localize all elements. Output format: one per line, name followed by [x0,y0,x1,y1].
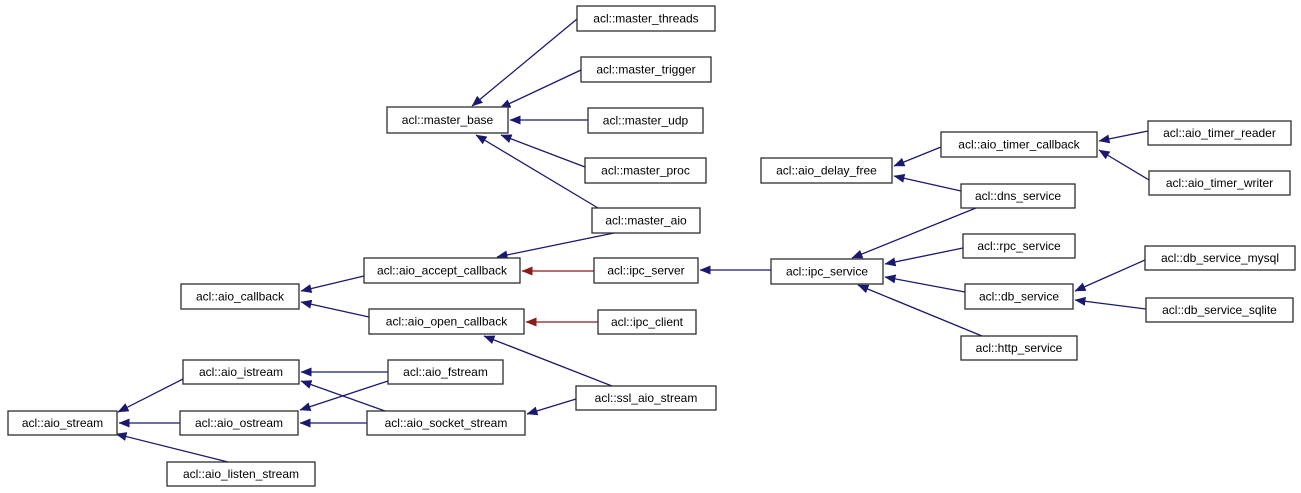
node-label: acl::master_threads [593,12,698,26]
node-aio_listen_stream[interactable]: acl::aio_listen_stream [166,461,316,487]
node-master_threads[interactable]: acl::master_threads [576,5,716,32]
node-db_service_mysql[interactable]: acl::db_service_mysql [1144,245,1296,271]
node-label: acl::master_base [402,113,494,127]
node-label: acl::aio_accept_callback [377,264,508,278]
edge-rpc_service-to-ipc_service [884,247,964,267]
node-label: acl::rpc_service [977,239,1061,253]
node-aio_istream[interactable]: acl::aio_istream [182,359,300,385]
edge-aio_istream-to-aio_stream [117,378,184,413]
node-label: acl::db_service_mysql [1161,251,1279,265]
node-aio_delay_free[interactable]: acl::aio_delay_free [760,157,893,184]
node-label: acl::aio_listen_stream [183,467,299,481]
node-ipc_client[interactable]: acl::ipc_client [597,309,697,335]
edge-master_trigger-to-master_base [499,69,582,109]
node-aio_callback[interactable]: acl::aio_callback [180,283,300,310]
edge-aio_listen_stream-to-aio_stream [115,432,229,463]
edge-aio_accept_callback-to-aio_callback [300,275,365,293]
node-master_udp[interactable]: acl::master_udp [587,107,704,134]
node-aio_stream[interactable]: acl::aio_stream [7,410,118,436]
node-label: acl::ipc_client [611,315,684,329]
node-label: acl::db_service [979,290,1059,304]
node-label: acl::master_aio [605,214,687,228]
node-rpc_service[interactable]: acl::rpc_service [962,233,1076,259]
node-label: acl::aio_timer_reader [1163,126,1276,140]
node-label: acl::aio_open_callback [386,315,508,329]
node-label: acl::dns_service [975,189,1061,203]
node-aio_timer_writer[interactable]: acl::aio_timer_writer [1148,170,1291,196]
node-aio_timer_reader[interactable]: acl::aio_timer_reader [1147,120,1292,146]
edge-master_aio-to-master_base [475,134,599,209]
edge-aio_open_callback-to-aio_callback [300,299,370,318]
node-ipc_server[interactable]: acl::ipc_server [593,257,699,284]
node-label: acl::aio_callback [196,290,285,304]
node-master_proc[interactable]: acl::master_proc [584,157,707,184]
node-master_trigger[interactable]: acl::master_trigger [580,56,712,83]
node-db_service[interactable]: acl::db_service [964,283,1074,310]
edge-db_service_mysql-to-db_service [1074,259,1146,292]
node-ssl_aio_stream[interactable]: acl::ssl_aio_stream [575,385,717,411]
node-aio_open_callback[interactable]: acl::aio_open_callback [368,308,525,335]
edge-dns_service-to-ipc_service [851,207,977,259]
edge-master_aio-to-aio_accept_callback [496,232,615,260]
node-http_service[interactable]: acl::http_service [960,335,1078,361]
node-label: acl::master_udp [603,114,689,128]
edge-ssl_aio_stream-to-aio_socket_stream [526,398,577,416]
node-ipc_service[interactable]: acl::ipc_service [770,258,884,285]
node-label: acl::aio_timer_callback [958,138,1080,152]
node-label: acl::aio_istream [199,365,283,379]
node-master_aio[interactable]: acl::master_aio [591,207,701,234]
node-aio_accept_callback[interactable]: acl::aio_accept_callback [363,257,521,284]
edge-db_service-to-ipc_service [884,274,966,293]
edge-http_service-to-ipc_service [857,284,983,337]
node-label: acl::ipc_server [607,264,684,278]
node-aio_socket_stream[interactable]: acl::aio_socket_stream [366,410,526,436]
edge-aio_fstream-to-aio_ostream [299,380,389,411]
edges-layer [115,18,1150,463]
edge-aio_timer_writer-to-aio_timer_callback [1098,149,1150,181]
node-label: acl::aio_ostream [195,416,283,430]
node-master_base[interactable]: acl::master_base [386,106,509,134]
node-label: acl::http_service [976,341,1063,355]
edge-aio_timer_callback-to-aio_delay_free [893,146,942,167]
node-label: acl::aio_timer_writer [1166,176,1273,190]
node-label: acl::master_proc [601,164,690,178]
edge-dns_service-to-aio_delay_free [893,173,962,192]
node-label: acl::master_trigger [596,63,695,77]
edge-master_proc-to-master_base [500,134,586,168]
node-label: acl::aio_socket_stream [385,416,508,430]
node-aio_ostream[interactable]: acl::aio_ostream [179,410,299,436]
node-db_service_sqlite[interactable]: acl::db_service_sqlite [1145,297,1294,323]
node-aio_timer_callback[interactable]: acl::aio_timer_callback [940,131,1098,158]
node-label: acl::aio_stream [22,416,103,430]
edge-db_service_sqlite-to-db_service [1074,296,1147,310]
edge-master_threads-to-master_base [471,18,578,107]
node-aio_fstream[interactable]: acl::aio_fstream [387,359,504,385]
node-dns_service[interactable]: acl::dns_service [960,183,1076,209]
node-label: acl::aio_delay_free [776,164,877,178]
node-label: acl::ipc_service [786,265,868,279]
node-label: acl::aio_fstream [403,365,488,379]
nodes-layer: acl::master_threadsacl::master_triggerac… [7,5,1296,487]
node-label: acl::db_service_sqlite [1162,303,1277,317]
node-label: acl::ssl_aio_stream [595,391,698,405]
edge-ssl_aio_stream-to-aio_open_callback [483,335,613,387]
edge-aio_timer_reader-to-aio_timer_callback [1098,130,1149,144]
